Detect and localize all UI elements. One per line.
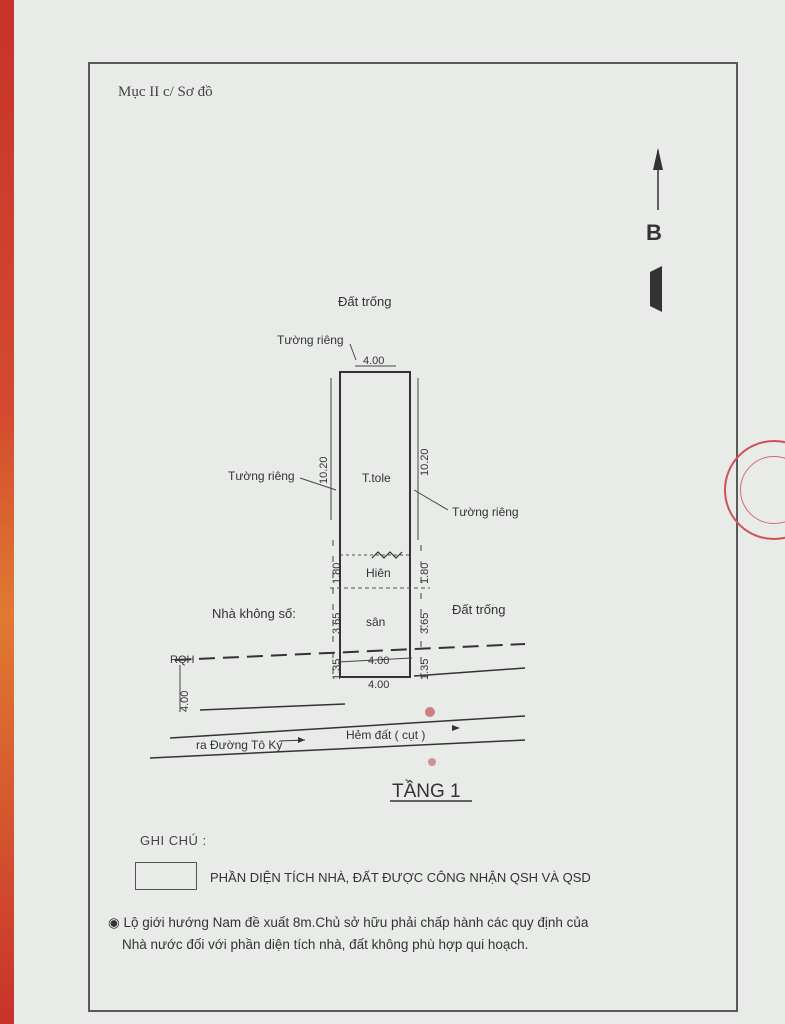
rqh-label: RQH	[170, 654, 195, 666]
document-page	[14, 0, 785, 1024]
compass-letter: B	[646, 220, 662, 245]
front-right-line	[413, 667, 526, 677]
depth-left-label: 10.20	[318, 456, 330, 484]
road-width-label: 4.00	[179, 691, 191, 712]
lot-outline	[339, 371, 411, 678]
wall-top-label: Tường riêng	[277, 333, 344, 347]
seal-inner-ring	[740, 456, 785, 524]
road-left-label: ra Đường Tô Ký	[196, 738, 282, 752]
roof-mark-icon	[371, 551, 403, 559]
floor-label: TẦNG 1	[392, 780, 461, 802]
rqh-line	[174, 643, 526, 661]
porch-right-label: 1.80	[419, 563, 431, 584]
width-mid-label: 4.00	[368, 655, 389, 667]
wall-left-label: Tường riêng	[228, 469, 295, 483]
room-porch-label: Hiên	[366, 566, 391, 580]
road-edge-top	[169, 715, 526, 739]
front-left-line	[199, 703, 346, 711]
width-bottom-label: 4.00	[368, 679, 389, 691]
road-edge-bottom	[149, 739, 526, 759]
room-yard-label: sân	[366, 615, 385, 629]
drawing-frame	[88, 62, 738, 1012]
wall-right-label: Tường riêng	[452, 505, 519, 519]
front-left-label: 1.35	[331, 659, 343, 680]
top-land-label: Đất trống	[338, 294, 391, 309]
yard-left-label: 3.65	[331, 613, 343, 634]
note-line-1: ◉ Lộ giới hướng Nam đề xuất 8m.Chủ sở hữ…	[108, 915, 589, 930]
north-arrow-icon	[650, 148, 663, 312]
red-binding-strip	[0, 0, 16, 1024]
width-top-label: 4.00	[363, 355, 384, 367]
neighbor-left-label: Nhà không số:	[212, 606, 296, 621]
note-line-2: Nhà nước đối với phần diện tích nhà, đất…	[122, 937, 529, 952]
porch-left-label: 1.80	[331, 563, 343, 584]
yard-right-label: 3.65	[419, 613, 431, 634]
legend-text: PHẦN DIỆN TÍCH NHÀ, ĐẤT ĐƯỢC CÔNG NHẬN Q…	[210, 870, 591, 885]
stain-mark	[425, 707, 435, 717]
notes-title: GHI CHÚ :	[140, 833, 207, 848]
road-name-label: Hẻm đất ( cụt )	[346, 728, 425, 742]
section-title: Mục II c/ Sơ đồ	[118, 84, 213, 100]
room-main-label: T.tole	[362, 471, 391, 485]
legend-box	[135, 862, 197, 890]
depth-right-label: 10.20	[419, 448, 431, 476]
neighbor-right-label: Đất trống	[452, 602, 505, 617]
front-right-label: 1.35	[419, 659, 431, 680]
dim-mid-width	[337, 657, 413, 663]
